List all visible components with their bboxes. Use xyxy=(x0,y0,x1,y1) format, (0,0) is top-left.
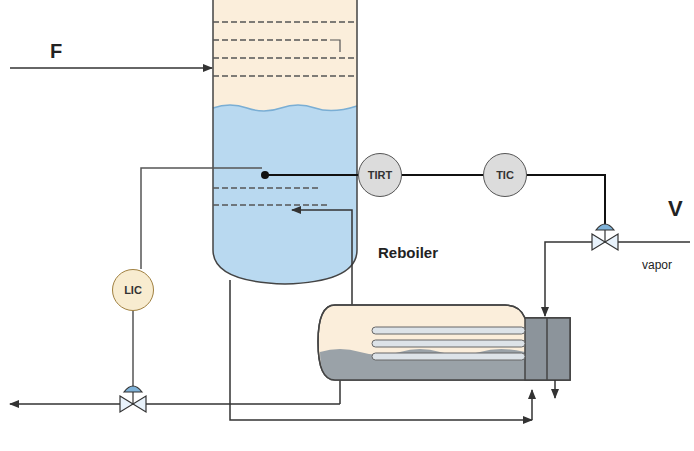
feed-label: F xyxy=(50,40,62,63)
node-text: LIC xyxy=(124,284,142,296)
stream-label: vapor xyxy=(642,258,672,272)
temperature-transmitter: TIRT xyxy=(358,153,402,197)
control-valve xyxy=(592,224,618,250)
temperature-controller: TIC xyxy=(483,153,527,197)
node-text: TIC xyxy=(496,169,514,181)
equipment-label: Reboiler xyxy=(378,244,438,261)
node-text: TIRT xyxy=(368,169,392,181)
signal-line xyxy=(402,174,483,176)
stream-label: V xyxy=(668,196,683,222)
level-controller: LIC xyxy=(112,269,154,311)
control-valve xyxy=(120,386,146,412)
reboiler xyxy=(318,305,570,380)
